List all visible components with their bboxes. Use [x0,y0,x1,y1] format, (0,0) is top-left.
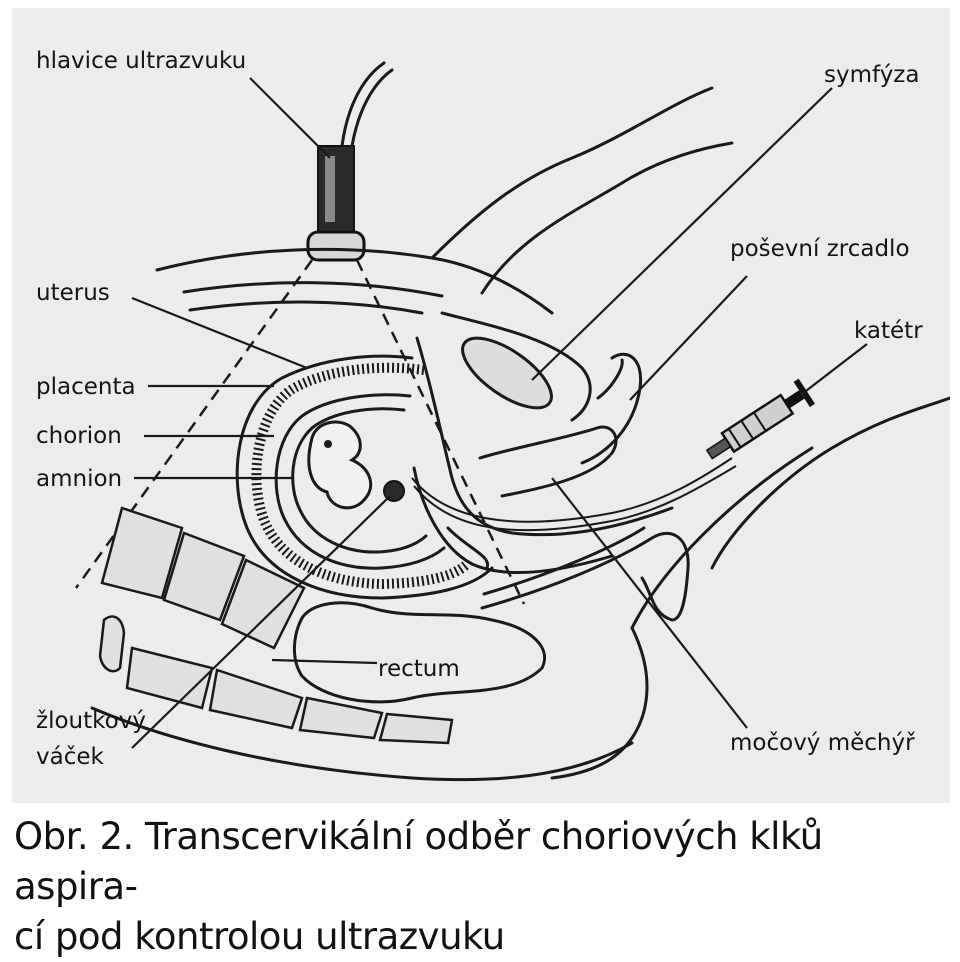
bladder-leader [551,477,748,729]
caption-line-1: Obr. 2. Transcervikální odběr choriových… [14,815,823,908]
rectum-outline [293,601,546,704]
anatomy-figure: hlavice ultrazvuku symfýza poševní zrcad… [12,8,950,803]
ultrasound-beam-left [74,259,314,589]
uterus-wall-upper [182,281,444,298]
label-amnion: amnion [36,466,122,492]
speculum-upper-blade [580,352,643,465]
catheter-tube-2 [413,465,737,532]
label-placenta: placenta [36,374,136,400]
symphysis-bone [461,336,553,410]
thigh-outline [630,446,814,630]
label-rectum: rectum [378,656,460,682]
label-uterus: uterus [36,280,110,306]
pubis-lower [480,141,734,295]
probe-cable-2 [350,68,394,148]
uterus-wall-inner [188,300,424,315]
amnion-layer [291,407,428,554]
probe-leader [249,77,331,159]
rectum-leader [271,658,378,665]
sacrum-vertebrae [98,506,454,745]
embryo-icon [307,420,373,510]
uterine-wall-outer [235,354,494,600]
label-bladder: močový měchýř [730,730,915,756]
speculum-upper-inner [596,358,624,400]
yolk-sac-leader [131,495,391,749]
label-probe: hlavice ultrazvuku [36,48,246,74]
symphysis-leader [531,87,833,381]
abdominal-wall [155,247,554,315]
speculum-lower-inner [482,526,646,596]
ultrasound-probe-icon [306,145,366,262]
label-catheter: katétr [854,318,923,344]
caption-line-2: cí pod kontrolou ultrazvuku [14,915,505,958]
lower-body-outline [90,706,634,782]
speculum-lower-blade [480,531,690,622]
label-symphysis: symfýza [824,62,919,88]
figure-caption: Obr. 2. Transcervikální odběr choriových… [14,812,949,962]
label-speculum: poševní zrcadlo [730,236,910,262]
placenta-layer [251,362,471,590]
anatomy-diagram: hlavice ultrazvuku symfýza poševní zrcad… [36,48,950,782]
syringe-icon [705,378,815,460]
cervix-lower [412,466,614,575]
uterus-leader [131,296,308,370]
pubis-outline [430,86,714,260]
probe-cable [340,61,386,148]
buttock-outline [710,396,950,570]
label-chorion: chorion [36,423,122,449]
cervix-upper [415,336,674,537]
posterior-fornix [446,526,490,570]
catheter-tube [411,457,733,523]
label-yolk-sac-2: váček [36,744,105,770]
catheter-leader [801,343,868,395]
chorion-layer [274,393,446,570]
urinary-bladder [478,425,618,498]
speculum-leader [629,275,748,401]
perineum-outline [550,626,649,780]
bladder-upper-wall [440,311,592,422]
label-yolk-sac-1: žloutkový [36,708,146,734]
